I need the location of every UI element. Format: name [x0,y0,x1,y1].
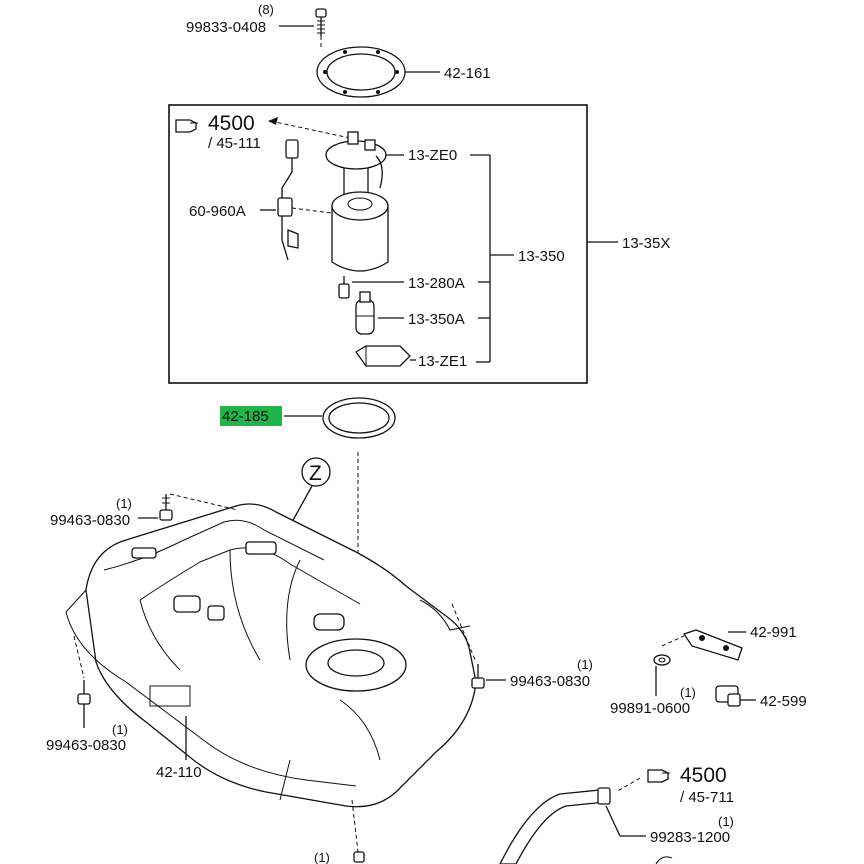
bolt-top-part-number[interactable]: 99833-0408 [186,19,266,36]
pump-canister[interactable] [331,191,389,272]
bolt-top[interactable] [315,8,327,36]
nut-part-number[interactable]: 99891-0600 [610,700,690,717]
pump-ze0-part-number[interactable]: 13-ZE0 [408,147,457,164]
fuel-tank[interactable] [65,503,477,808]
view-z-marker[interactable]: Z [288,457,331,530]
pump-350-part-number[interactable]: 13-350 [518,248,565,265]
bolt-left-top-qty: (1) [116,496,132,511]
pump-ze1-part-number[interactable]: 13-ZE1 [418,353,467,370]
bolt-right-part-number[interactable]: 99463-0830 [510,673,590,690]
pump-regulator[interactable] [338,276,350,299]
pump-assembly-box [168,104,588,384]
ref-top-sub[interactable]: / 45-111 [208,135,261,152]
sender-unit[interactable] [277,139,299,261]
clip[interactable] [715,685,741,707]
fuel-pump-motor[interactable] [355,291,375,335]
bolt-left-bottom[interactable] [77,680,91,705]
pump-top-flange[interactable] [325,131,387,194]
bolt-left-top-part-number[interactable]: 99463-0830 [50,512,130,529]
sender-part-number[interactable]: 60-960A [189,203,246,220]
bracket-part-number[interactable]: 42-991 [750,624,797,641]
view-z-letter: Z [309,462,322,485]
gasket-highlight-part-number[interactable]: 42-185 [222,408,269,425]
gasket-top-part-number[interactable]: 42-161 [444,65,491,82]
bottom-qty: (1) [314,850,330,864]
ref-top-number[interactable]: 4500 [208,112,255,135]
nut-qty: (1) [680,685,696,700]
pump-35x-part-number[interactable]: 13-35X [622,235,670,252]
bolt-left-bottom-part-number[interactable]: 99463-0830 [46,737,126,754]
bolt-top-qty: (8) [258,2,274,17]
pointing-hand-icon [647,769,670,783]
clamp-qty: (1) [718,814,734,829]
pointing-hand-icon [175,119,198,133]
ref-bottom-number[interactable]: 4500 [680,764,727,787]
bolt-bottom[interactable] [353,851,365,863]
bolt-right-qty: (1) [577,657,593,672]
ref-bottom-sub[interactable]: / 45-711 [680,789,734,806]
pump-350a-part-number[interactable]: 13-350A [408,311,465,328]
gasket-ring-highlight[interactable] [322,397,396,439]
gasket-ring-top[interactable] [316,46,406,98]
clamp-part-number[interactable]: 99283-1200 [650,829,730,846]
filler-hose[interactable] [499,787,611,864]
fuel-filter[interactable] [355,345,411,367]
tank-part-number[interactable]: 42-110 [156,764,202,781]
pump-280a-part-number[interactable]: 13-280A [408,275,465,292]
clip-part-number[interactable]: 42-599 [760,693,807,710]
bolt-left-bottom-qty: (1) [112,722,128,737]
bolt-left-top[interactable] [159,494,173,521]
bracket[interactable] [682,629,743,661]
bolt-right[interactable] [471,664,485,689]
highlight-marker [220,406,282,426]
nut[interactable] [653,654,671,666]
